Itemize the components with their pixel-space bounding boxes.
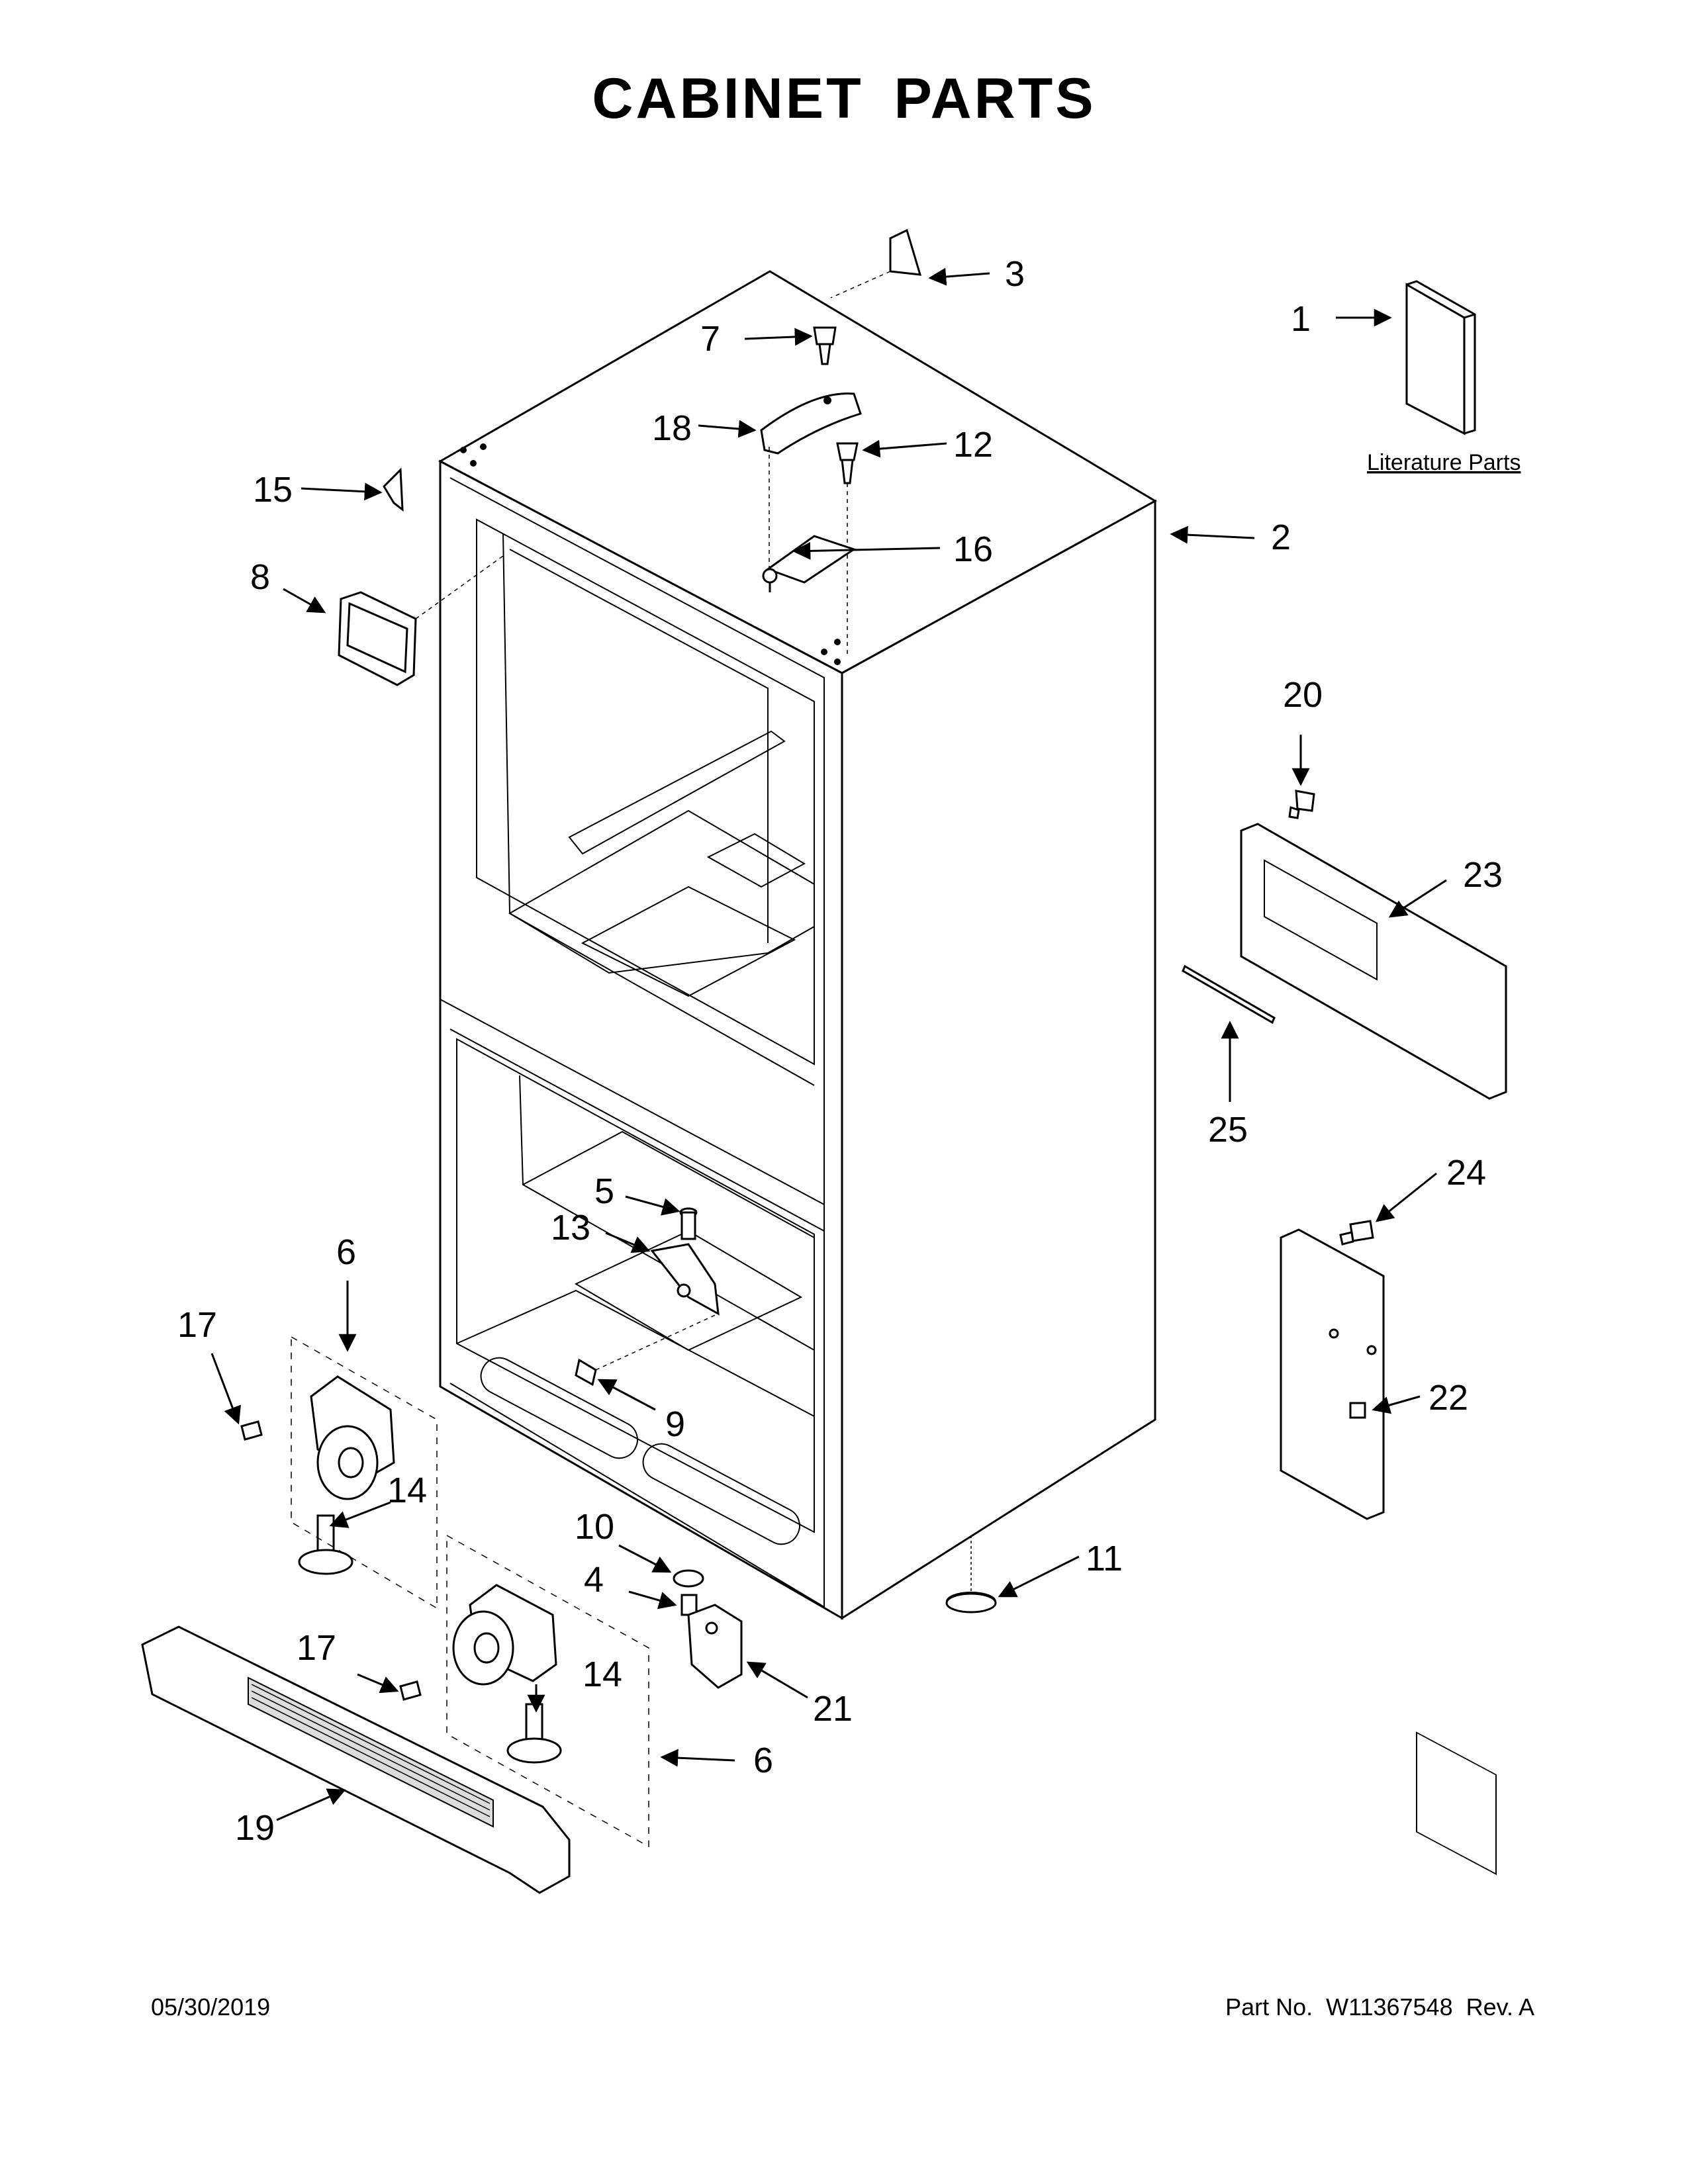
callout-6-left: 6 [336, 1232, 356, 1272]
cabinet-body [438, 270, 1158, 1620]
callout-6-right: 6 [753, 1741, 773, 1780]
roller-dashed-box-left [291, 1336, 438, 1610]
part-number: W11367548 [1326, 1993, 1453, 2021]
footer-date: 05/30/2019 [151, 1993, 271, 2021]
screw-part-7 [813, 326, 837, 365]
roller-assembly-left [240, 1375, 395, 1575]
literature-booklet-part [1405, 280, 1476, 435]
screw-part-20 [1288, 790, 1315, 819]
callout-22: 22 [1429, 1378, 1468, 1418]
callout-4: 4 [584, 1560, 604, 1600]
callout-labels: 1 2 3 4 5 6 6 7 8 9 10 11 12 13 14 14 15… [177, 254, 1503, 1848]
callout-19: 19 [235, 1808, 275, 1848]
callout-2: 2 [1271, 518, 1291, 557]
callout-11: 11 [1086, 1539, 1123, 1578]
callout-24: 24 [1446, 1153, 1486, 1193]
cover-panel-part-23 [1240, 823, 1507, 1876]
callout-16: 16 [953, 529, 993, 569]
callout-8: 8 [250, 557, 270, 597]
leader-arrows [211, 267, 1447, 1821]
hinge-bracket-part-21 [687, 1604, 743, 1689]
callout-21: 21 [813, 1689, 853, 1729]
callout-15: 15 [253, 470, 293, 510]
page-title: CABINET PARTS [592, 67, 1096, 130]
screw-part-12 [836, 442, 859, 484]
screw-part-24 [1339, 1220, 1374, 1246]
callout-18: 18 [652, 408, 692, 448]
callout-14-right: 14 [583, 1655, 622, 1694]
screw-part-9 [575, 1358, 597, 1387]
panel-part-8 [338, 591, 417, 686]
callout-7: 7 [700, 319, 720, 359]
foot-part [945, 1592, 997, 1614]
part-number-label: Part No. [1225, 1993, 1313, 2021]
callout-20: 20 [1283, 675, 1323, 715]
callout-3: 3 [1005, 254, 1025, 294]
callout-12: 12 [953, 425, 993, 465]
callout-17-left: 17 [177, 1305, 217, 1345]
revision: Rev. A [1466, 1993, 1534, 2021]
callout-10: 10 [575, 1507, 614, 1547]
callout-23: 23 [1463, 855, 1503, 895]
roller-assembly-right [399, 1584, 562, 1764]
literature-parts-label: Literature Parts [1367, 450, 1521, 475]
callout-13: 13 [551, 1208, 590, 1248]
pad-part [760, 392, 862, 455]
washer-part [673, 1569, 704, 1588]
callout-1: 1 [1291, 299, 1311, 339]
plate-part-22 [1280, 1228, 1385, 1520]
hinge-bracket-part-13 [650, 1243, 720, 1316]
clip-part [383, 467, 404, 512]
base-grille-part [141, 1625, 571, 1894]
roller-dashed-box-right [446, 1534, 649, 1848]
strip-part [1182, 964, 1276, 1024]
callout-5: 5 [594, 1171, 614, 1211]
callout-9: 9 [665, 1404, 685, 1444]
footer-part-info: Part No. W11367548 Rev. A [1212, 1993, 1534, 2021]
top-face-screw-dots [460, 443, 841, 665]
label-part [889, 228, 922, 276]
pin-part-5 [679, 1207, 698, 1240]
callout-25: 25 [1208, 1110, 1248, 1150]
callout-14-left: 14 [387, 1471, 427, 1510]
callout-17-right: 17 [297, 1628, 336, 1668]
